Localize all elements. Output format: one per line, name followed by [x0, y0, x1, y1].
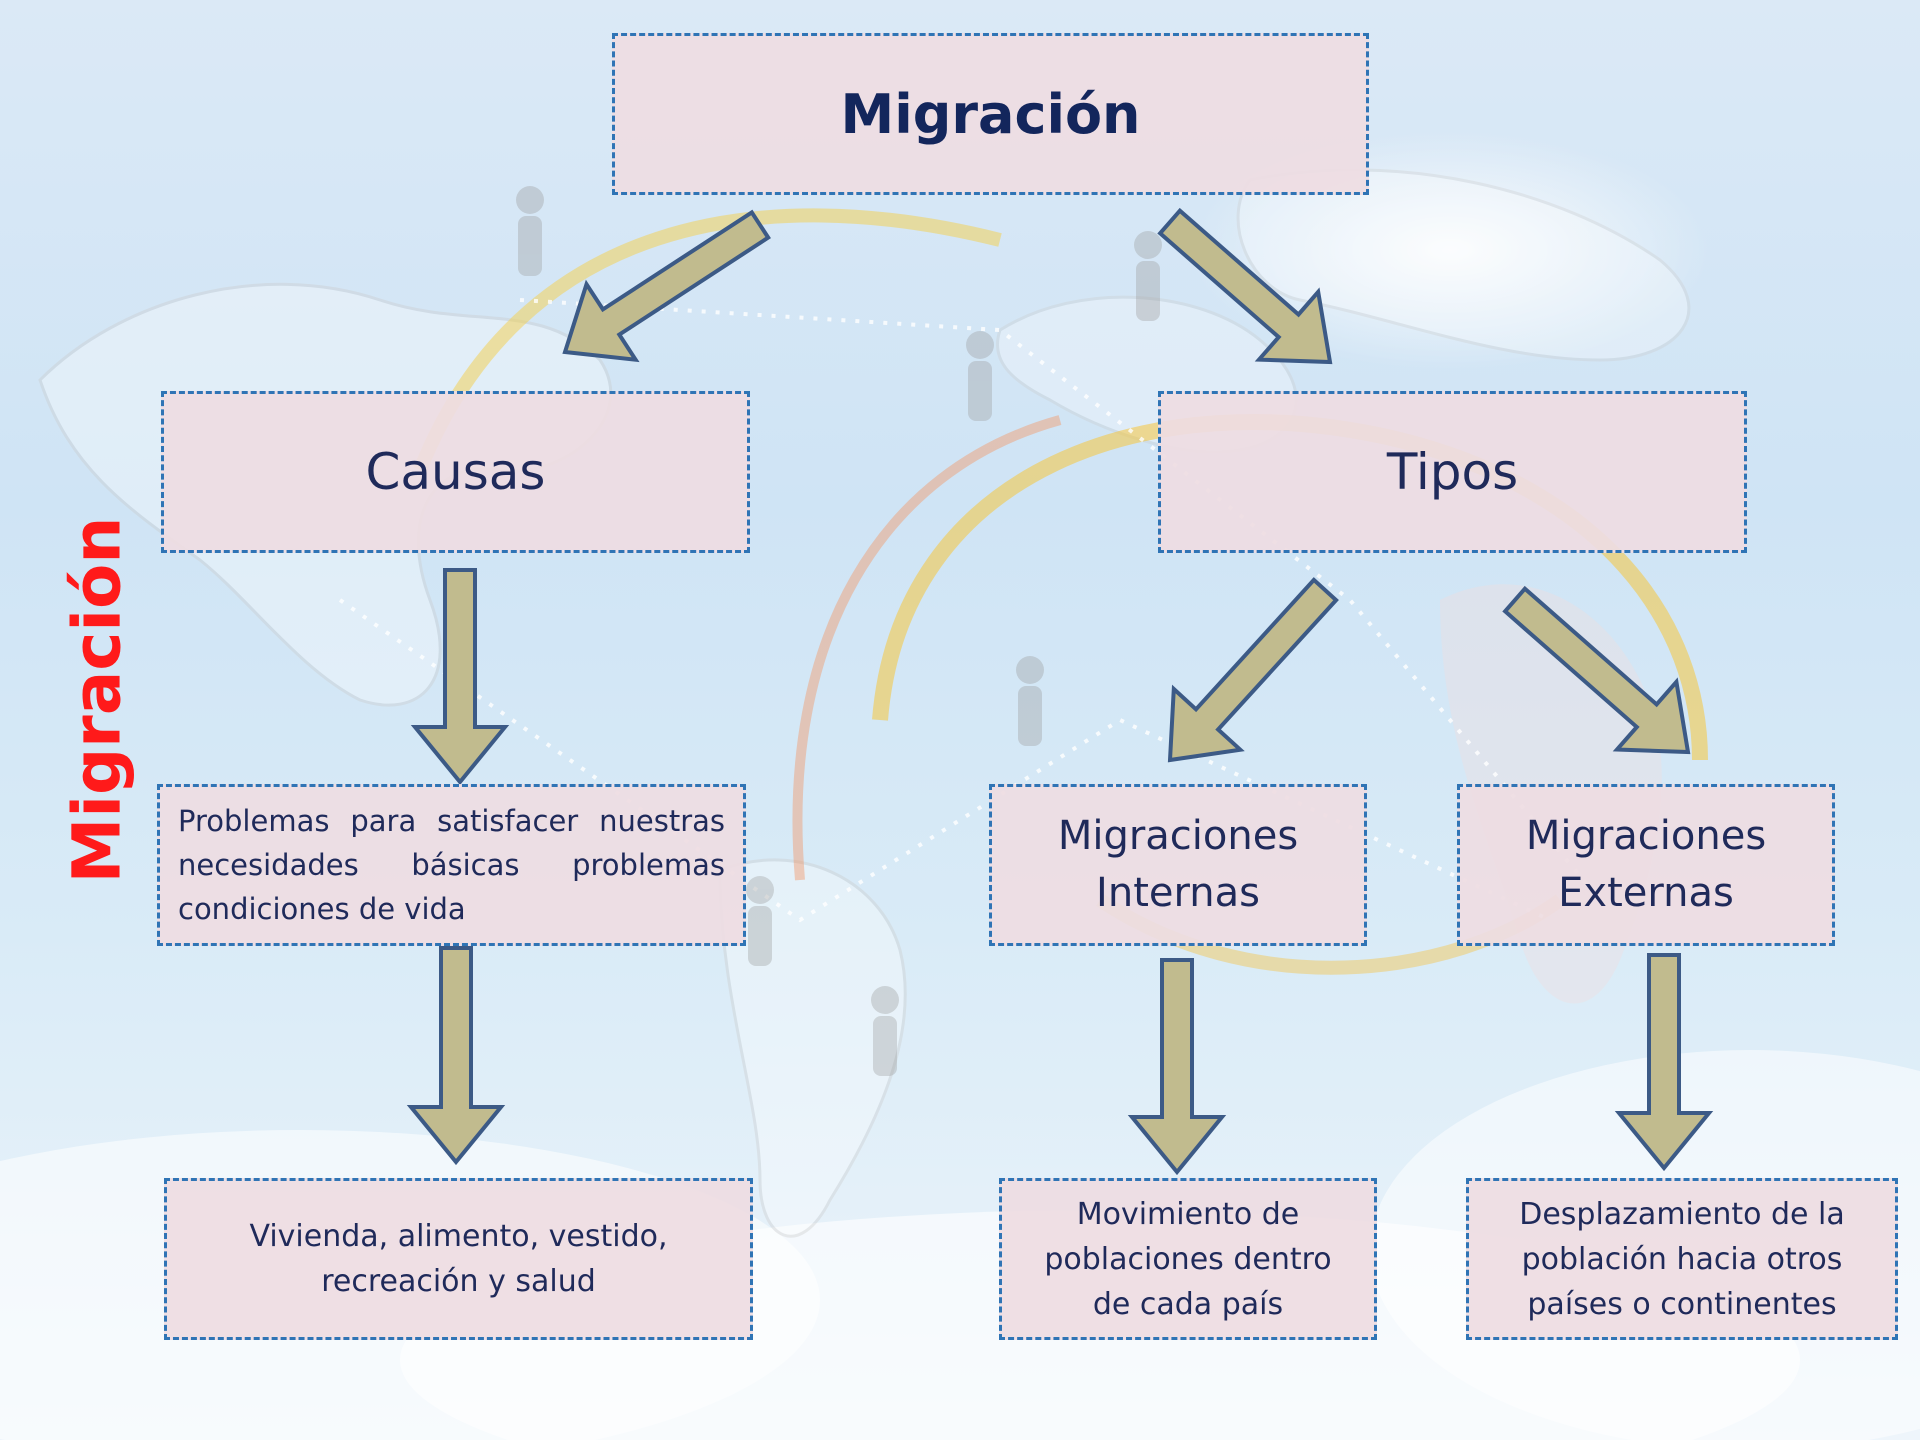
- arrow-root-to-tipos: [1157, 207, 1333, 365]
- arrow-tipos-to-internas: [1167, 577, 1339, 763]
- node-desplazamiento: Desplazamiento de la población hacia otr…: [1466, 1178, 1898, 1340]
- node-vivienda-line: recreación y salud: [321, 1264, 596, 1299]
- node-tipos: Tipos: [1158, 391, 1747, 553]
- arrow-root-to-causas: [562, 209, 771, 363]
- node-internas-line: Migraciones: [1057, 813, 1299, 859]
- node-movimiento: Movimiento de poblaciones dentro de cada…: [999, 1178, 1377, 1340]
- node-migraciones-internas: Migraciones Internas: [989, 784, 1367, 946]
- node-causas-label: Causas: [365, 443, 546, 501]
- side-title-text: Migración: [58, 516, 136, 884]
- node-externas-line: Externas: [1558, 870, 1734, 916]
- root-node-migracion: Migración: [612, 33, 1369, 195]
- node-desplazamiento-line: Desplazamiento de la: [1519, 1196, 1845, 1232]
- root-node-label: Migración: [840, 82, 1141, 146]
- node-desplazamiento-line: países o continentes: [1527, 1286, 1837, 1322]
- arrow-causas-to-problemas: [410, 568, 510, 786]
- node-causas: Causas: [161, 391, 750, 553]
- node-problemas-text: Problemas para satisfacer nuestras neces…: [178, 804, 725, 926]
- node-migraciones-externas: Migraciones Externas: [1457, 784, 1835, 946]
- node-movimiento-line: Movimiento de: [1076, 1196, 1300, 1232]
- node-problemas: Problemas para satisfacer nuestras neces…: [157, 784, 746, 946]
- node-vivienda: Vivienda, alimento, vestido, recreación …: [164, 1178, 753, 1340]
- arrow-internas-to-movimiento: [1127, 958, 1227, 1176]
- node-movimiento-line: de cada país: [1092, 1286, 1284, 1322]
- arrow-externas-to-desplazamiento: [1614, 953, 1714, 1172]
- arrow-problemas-to-vivienda: [406, 946, 506, 1166]
- node-desplazamiento-line: población hacia otros: [1521, 1241, 1843, 1277]
- arrow-tipos-to-externas: [1502, 585, 1691, 755]
- node-movimiento-line: poblaciones dentro: [1044, 1241, 1332, 1277]
- node-vivienda-line: Vivienda, alimento, vestido,: [249, 1219, 668, 1254]
- node-externas-line: Migraciones: [1525, 813, 1767, 859]
- node-internas-line: Internas: [1096, 870, 1260, 916]
- node-tipos-label: Tipos: [1386, 443, 1519, 501]
